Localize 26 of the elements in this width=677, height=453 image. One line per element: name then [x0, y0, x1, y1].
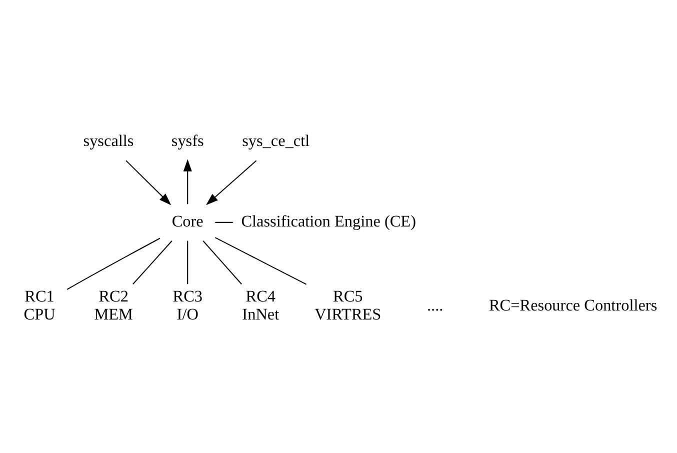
label: ....: [427, 296, 444, 314]
node-text: sys_ce_ctl: [242, 132, 310, 150]
node-text: Classification Engine (CE): [241, 212, 416, 230]
node-label: InNet: [242, 306, 280, 324]
node-text: RC1: [24, 287, 54, 306]
node-text: syscalls: [83, 132, 134, 150]
arrow: [126, 160, 172, 206]
connector: [187, 240, 188, 284]
arrow: [206, 160, 257, 206]
node-label: MEM: [94, 306, 133, 324]
node-text: RC5: [333, 287, 363, 306]
connector: [202, 240, 242, 284]
connector: [132, 240, 172, 284]
node-text: RC2: [98, 287, 128, 306]
node-text: Core: [172, 212, 204, 230]
node-text: RC3: [172, 287, 202, 306]
node-text: RC4: [246, 287, 276, 306]
node-label: CPU: [24, 306, 56, 324]
connector: [66, 238, 160, 290]
connector: [214, 237, 306, 285]
arrow: [183, 159, 192, 204]
node-label: VIRTRES: [314, 306, 382, 324]
node-label: I/O: [176, 306, 198, 324]
label: RC=Resource Controllers: [488, 296, 658, 314]
connector: [215, 222, 233, 223]
node-text: sysfs: [171, 132, 204, 150]
